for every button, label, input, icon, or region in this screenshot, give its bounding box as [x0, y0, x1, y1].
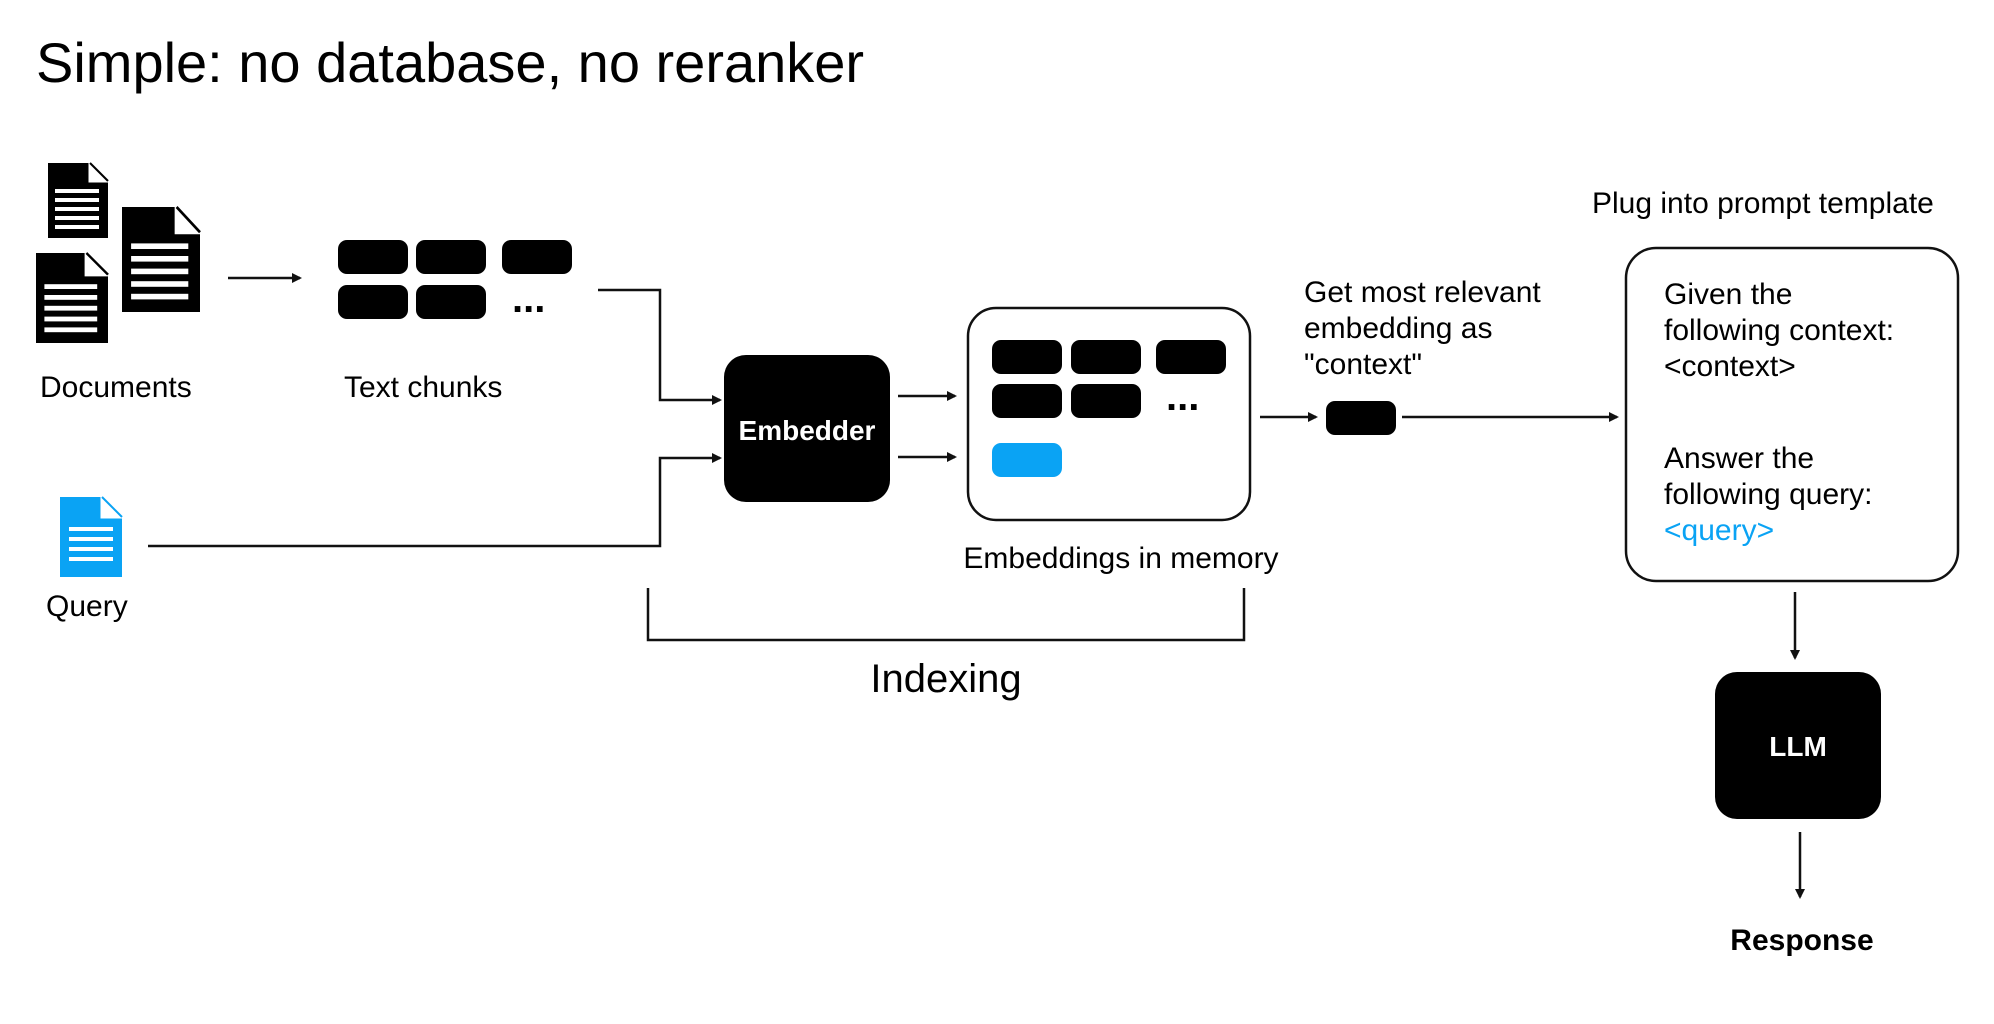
- prompt-context-text: Given the following context: <context>: [1664, 278, 1902, 383]
- relevant-label: Get most relevant embedding as "context": [1304, 276, 1549, 381]
- documents-label: Documents: [40, 371, 192, 404]
- llm-box: LLM: [1715, 672, 1881, 819]
- prompt-query-text: Answer the following query:: [1664, 442, 1872, 511]
- indexing-label: Indexing: [870, 657, 1021, 701]
- chunks-ellipsis: ...: [512, 277, 545, 321]
- indexing-bracket: [646, 588, 1246, 642]
- prompt-query-placeholder: <query>: [1664, 514, 1774, 547]
- relevant-embedding-block: [1326, 401, 1396, 435]
- query-embedding-block: [992, 443, 1062, 477]
- text-chunks-icon: ...: [338, 240, 572, 321]
- llm-label: LLM: [1769, 731, 1827, 762]
- embeddings-ellipsis: ...: [1166, 375, 1199, 419]
- embedder-box: Embedder: [724, 355, 890, 502]
- text-chunks-label: Text chunks: [344, 371, 502, 404]
- query-document-icon: [60, 496, 123, 577]
- embedder-label: Embedder: [739, 415, 876, 446]
- prompt-template-box: Given the following context: <context> A…: [1624, 246, 1960, 583]
- documents-icon: [34, 161, 200, 345]
- query-label: Query: [46, 590, 128, 623]
- query-to-embedder-arrow: [148, 453, 722, 548]
- prompt-heading: Plug into prompt template: [1592, 187, 1934, 220]
- chunks-to-embedder-arrow: [598, 288, 722, 405]
- embeddings-memory-box: ...: [966, 306, 1252, 522]
- response-label: Response: [1730, 924, 1873, 957]
- page-title: Simple: no database, no reranker: [36, 31, 864, 94]
- embeddings-label: Embeddings in memory: [963, 542, 1278, 575]
